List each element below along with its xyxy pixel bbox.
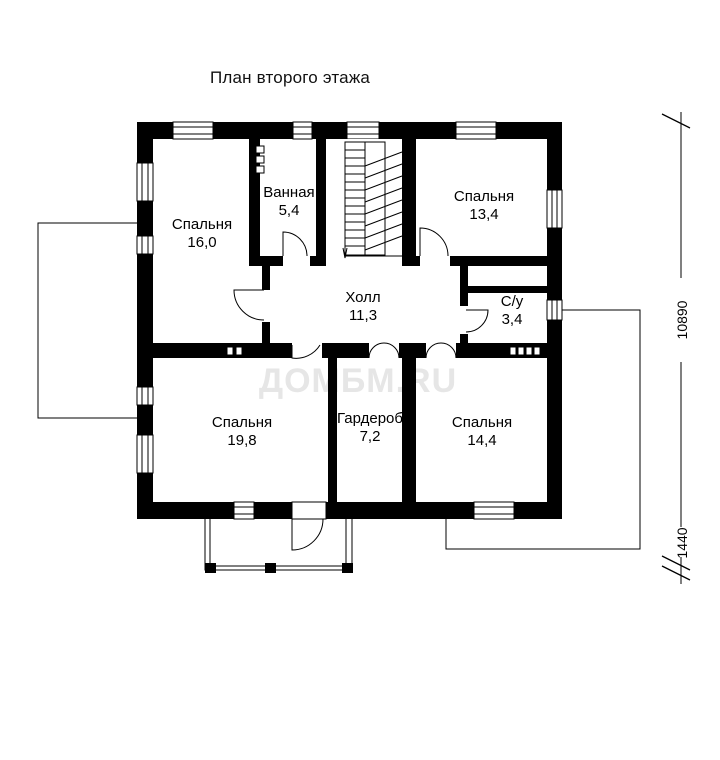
room-bedroom-19-area: 19,8: [227, 432, 256, 449]
dim-tick-bottom: [661, 565, 691, 581]
window-left-1: [136, 162, 154, 202]
dimension-line: 10890 1440: [661, 112, 692, 584]
room-bedroom-13-area: 13,4: [469, 206, 498, 223]
room-toilet-area: 3,4: [502, 311, 523, 328]
window-top-4: [455, 121, 497, 140]
room-bathroom-area: 5,4: [279, 202, 300, 219]
window-right-1: [546, 189, 563, 229]
left-terrace-outline: [37, 222, 137, 419]
balcony-door-swing: [291, 518, 324, 551]
terrace-outlines: [37, 222, 641, 550]
room-hall-name: Холл: [345, 289, 380, 306]
room-bedroom-16-name: Спальня: [172, 216, 232, 233]
room-bedroom-14-area: 14,4: [467, 432, 496, 449]
bathroom-door-swing: [282, 231, 308, 257]
window-bottom-1: [233, 501, 255, 520]
room-bedroom-13-name: Спальня: [454, 188, 514, 205]
window-left-4: [136, 434, 154, 474]
stair-steps: [345, 149, 403, 251]
doors: [233, 227, 489, 551]
watermark-text: ДОМБМ.RU: [259, 362, 457, 400]
window-top-1: [172, 121, 214, 140]
staircase: [326, 139, 403, 259]
dim-balcony-label: 1440: [674, 527, 690, 558]
windows: [136, 121, 563, 520]
room-hall-area: 11,3: [349, 307, 377, 324]
room-bedroom-16-area: 16,0: [187, 234, 216, 251]
dim-tick-top: [661, 113, 691, 129]
dim-overall-label: 10890: [674, 300, 690, 339]
window-left-2: [136, 235, 154, 255]
window-top-2: [292, 121, 313, 140]
bedroom-16-door-swing: [233, 289, 265, 321]
room-bedroom-14-name: Спальня: [452, 414, 512, 431]
wardrobe-door-swing: [368, 342, 400, 359]
window-right-2: [546, 299, 563, 321]
room-wardrobe-area: 7,2: [360, 428, 381, 445]
stair-arrow-icon: [342, 247, 348, 259]
window-top-3: [346, 121, 380, 140]
toilet-door-swing: [465, 309, 489, 333]
window-left-3: [136, 386, 154, 406]
vent-blocks: [226, 145, 541, 356]
bedroom-14-door-swing: [425, 342, 457, 359]
room-bedroom-19-name: Спальня: [212, 414, 272, 431]
room-bathroom-name: Ванная: [263, 184, 314, 201]
dim-tick-middle: [661, 555, 691, 571]
right-terrace-outline: [445, 309, 641, 550]
bedroom-19-door-swing: [291, 344, 321, 359]
room-wardrobe-name: Гардероб: [337, 410, 403, 427]
bedroom-13-door-swing: [419, 227, 449, 257]
page-title: План второго этажа: [209, 68, 371, 87]
balcony: [204, 517, 353, 573]
room-toilet-name: С/у: [501, 293, 524, 310]
room-labels: Спальня 16,0 Ванная 5,4 Спальня 13,4 Хол…: [172, 184, 524, 449]
window-bottom-2: [473, 501, 515, 520]
balcony-door-opening: [291, 501, 327, 520]
